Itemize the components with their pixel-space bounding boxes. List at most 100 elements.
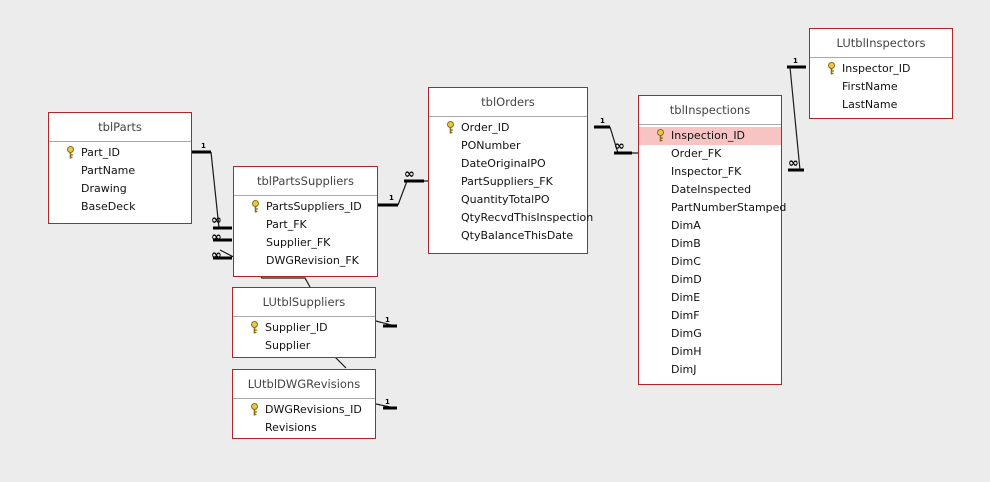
field-dimj[interactable]: DimJ xyxy=(639,361,781,379)
cardinality-one-label: 1 xyxy=(600,117,605,125)
field-label: Inspector_FK xyxy=(671,165,742,178)
table-title[interactable]: LUtblDWGRevisions xyxy=(233,370,375,399)
field-inspector-fk[interactable]: Inspector_FK xyxy=(639,163,781,181)
field-label: PartSuppliers_FK xyxy=(461,175,553,188)
table-title[interactable]: tblPartsSuppliers xyxy=(234,167,377,196)
primary-key-icon xyxy=(251,321,258,334)
table-title[interactable]: tblInspections xyxy=(639,96,781,125)
cardinality-many-label: ∞ xyxy=(788,156,799,171)
field-label: DimC xyxy=(671,255,701,268)
table-title[interactable]: LUtblSuppliers xyxy=(233,288,375,317)
field-label: PartName xyxy=(81,164,136,177)
cardinality-many-label: ∞ xyxy=(211,248,222,263)
field-label: DateOriginalPO xyxy=(461,157,546,170)
field-dimh[interactable]: DimH xyxy=(639,343,781,361)
table-tblpartssuppliers[interactable]: tblPartsSuppliers PartsSuppliers_ID Part… xyxy=(233,166,378,277)
table-title[interactable]: LUtblInspectors xyxy=(810,29,952,58)
field-qtyrecvdthisinspection[interactable]: QtyRecvdThisInspection xyxy=(429,209,593,227)
table-lutblinspectors[interactable]: LUtblInspectors Inspector_ID FirstName L… xyxy=(809,28,953,119)
relationship-partssuppliers-to-orders[interactable]: 1 ∞ xyxy=(378,167,428,207)
table-tblorders[interactable]: tblOrders Order_ID PONumber DateOriginal… xyxy=(428,87,593,254)
primary-key-icon xyxy=(252,200,259,213)
primary-key-icon xyxy=(447,121,454,134)
field-label: DateInspected xyxy=(671,183,752,196)
cardinality-one-label: 1 xyxy=(385,316,390,324)
cardinality-one-label: 1 xyxy=(385,398,390,406)
field-part-id[interactable]: Part_ID xyxy=(49,144,191,162)
field-inspection-id[interactable]: Inspection_ID xyxy=(639,127,781,145)
field-label: Part_ID xyxy=(81,146,120,159)
cardinality-many-label: ∞ xyxy=(404,167,415,182)
field-lastname[interactable]: LastName xyxy=(810,96,952,114)
field-label: Supplier xyxy=(265,339,311,352)
field-label: LastName xyxy=(842,98,898,111)
field-partssuppliers-id[interactable]: PartsSuppliers_ID xyxy=(234,198,377,216)
field-label: Part_FK xyxy=(266,218,307,231)
field-part-fk[interactable]: Part_FK xyxy=(234,216,377,234)
field-order-id[interactable]: Order_ID xyxy=(429,119,587,137)
field-quantitytotalpo[interactable]: QuantityTotalPO xyxy=(429,191,587,209)
field-supplier-id[interactable]: Supplier_ID xyxy=(233,319,375,337)
field-ponumber[interactable]: PONumber xyxy=(429,137,587,155)
cardinality-one-label: 1 xyxy=(201,142,206,150)
field-label: Supplier_FK xyxy=(266,236,331,249)
primary-key-icon xyxy=(67,146,74,159)
field-dima[interactable]: DimA xyxy=(639,217,781,235)
field-order-fk[interactable]: Order_FK xyxy=(639,145,781,163)
table-lutblsuppliers[interactable]: LUtblSuppliers Supplier_ID Supplier xyxy=(232,287,376,358)
relationship-orders-to-inspections[interactable]: 1 ∞ xyxy=(594,117,638,155)
primary-key-icon xyxy=(828,62,835,75)
field-dimg[interactable]: DimG xyxy=(639,325,781,343)
field-dimc[interactable]: DimC xyxy=(639,253,781,271)
field-dwgrevision-fk[interactable]: DWGRevision_FK xyxy=(234,252,377,270)
field-dateinspected[interactable]: DateInspected xyxy=(639,181,781,199)
table-title[interactable]: tblOrders xyxy=(429,88,587,117)
table-lutbldwgrevisions[interactable]: LUtblDWGRevisions DWGRevisions_ID Revisi… xyxy=(232,369,376,439)
field-inspector-id[interactable]: Inspector_ID xyxy=(810,60,952,78)
field-partsuppliers-fk[interactable]: PartSuppliers_FK xyxy=(429,173,587,191)
field-label: FirstName xyxy=(842,80,898,93)
cardinality-one-label: 1 xyxy=(793,57,798,65)
relationship-inspectors-to-inspections[interactable]: 1 ∞ xyxy=(787,57,806,172)
field-label: Revisions xyxy=(265,421,317,434)
field-label: DimB xyxy=(671,237,701,250)
field-dwgrevisions-id[interactable]: DWGRevisions_ID xyxy=(233,401,375,419)
relationship-parts-to-partssuppliers[interactable]: 1 ∞ xyxy=(192,142,232,230)
field-qtybalancethisdate[interactable]: QtyBalanceThisDate xyxy=(429,227,587,245)
field-label: DimD xyxy=(671,273,702,286)
table-title[interactable]: tblParts xyxy=(49,113,191,142)
field-drawing[interactable]: Drawing xyxy=(49,180,191,198)
field-label: QtyRecvdThisInspection xyxy=(461,211,594,224)
cardinality-one-label: 1 xyxy=(389,194,394,202)
cardinality-many-label: ∞ xyxy=(614,139,625,154)
field-partnumberstamped[interactable]: PartNumberStamped xyxy=(639,199,786,217)
field-dateoriginalpo[interactable]: DateOriginalPO xyxy=(429,155,587,173)
field-dimf[interactable]: DimF xyxy=(639,307,781,325)
field-label: DimF xyxy=(671,309,700,322)
field-label: Order_ID xyxy=(461,121,510,134)
field-revisions[interactable]: Revisions xyxy=(233,419,375,437)
field-dimb[interactable]: DimB xyxy=(639,235,781,253)
field-label: Drawing xyxy=(81,182,127,195)
field-supplier-fk[interactable]: Supplier_FK xyxy=(234,234,377,252)
field-label: DWGRevisions_ID xyxy=(265,403,362,416)
field-firstname[interactable]: FirstName xyxy=(810,78,952,96)
field-label: Inspection_ID xyxy=(671,129,746,142)
field-dimd[interactable]: DimD xyxy=(639,271,781,289)
field-label: DimG xyxy=(671,327,702,340)
cardinality-many-label: ∞ xyxy=(211,213,222,228)
primary-key-icon xyxy=(657,129,664,142)
field-basedeck[interactable]: BaseDeck xyxy=(49,198,191,216)
field-supplier[interactable]: Supplier xyxy=(233,337,375,355)
field-label: Supplier_ID xyxy=(265,321,328,334)
field-label: PartNumberStamped xyxy=(671,201,787,214)
field-dime[interactable]: DimE xyxy=(639,289,781,307)
primary-key-icon xyxy=(251,403,258,416)
field-label: QuantityTotalPO xyxy=(461,193,550,206)
field-partname[interactable]: PartName xyxy=(49,162,191,180)
field-label: DimE xyxy=(671,291,701,304)
field-label: QtyBalanceThisDate xyxy=(461,229,574,242)
field-label: Order_FK xyxy=(671,147,722,160)
table-tblinspections[interactable]: tblInspections Inspection_ID Order_FK In… xyxy=(638,95,786,385)
table-tblparts[interactable]: tblParts Part_ID PartName Drawing BaseDe… xyxy=(48,112,192,224)
